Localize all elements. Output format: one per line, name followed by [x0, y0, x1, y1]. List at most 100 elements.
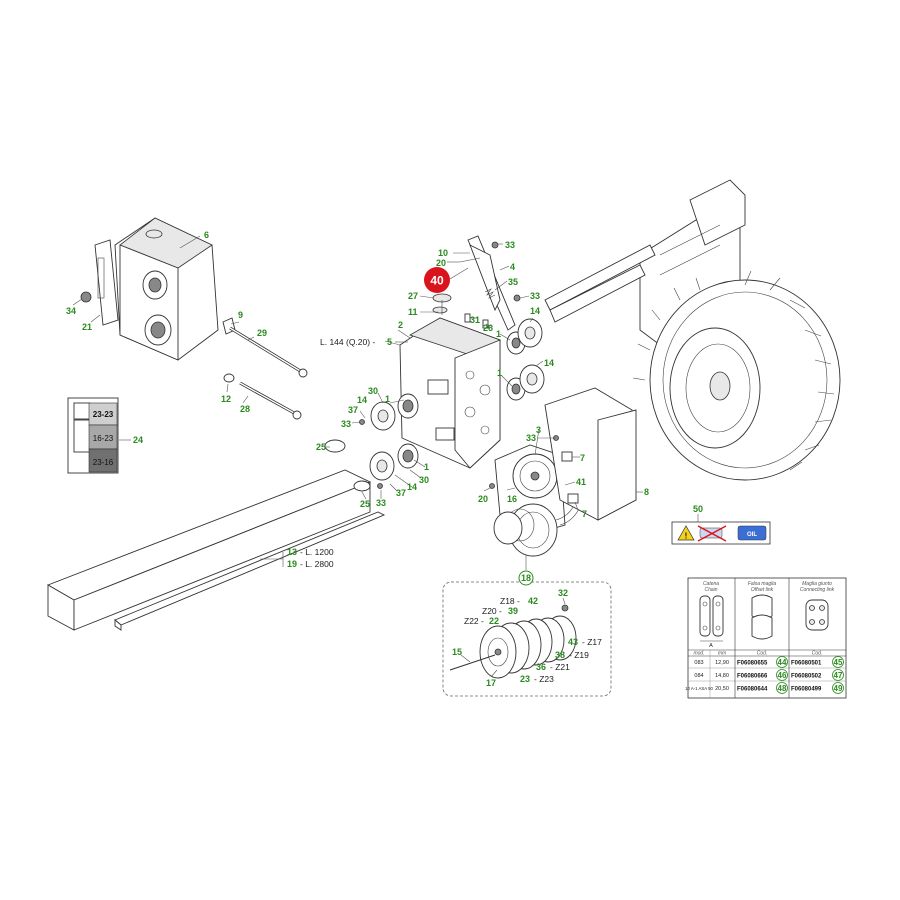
length-label-1200: - L. 1200: [300, 547, 334, 557]
header-conn-it: Maglia giunto: [802, 581, 832, 587]
header-offset-en: Offset link: [751, 587, 774, 593]
connecting-link-icon: [805, 599, 829, 631]
svg-text:F06080502: F06080502: [791, 674, 822, 680]
callout-5: 5: [387, 337, 392, 347]
sprocket-z23-label: - Z23: [534, 674, 554, 684]
svg-text:!: !: [685, 532, 688, 541]
sprocket-tooth-labels: Z18 - 42 Z20 - 39 Z22 - 22 43 - Z17 38 -…: [464, 596, 602, 684]
callout-17: 17: [486, 678, 496, 688]
ratio-16-23: 16-23: [93, 434, 114, 443]
header-chain-en: Chain: [704, 587, 717, 593]
sprocket-z17-label: - Z17: [582, 637, 602, 647]
svg-text:F06080666: F06080666: [737, 674, 768, 680]
callout-14: 14: [530, 306, 540, 316]
sprocket-z21-label: - Z21: [550, 662, 570, 672]
sprocket-z20-label: Z20 -: [482, 606, 502, 616]
svg-text:F06080501: F06080501: [791, 661, 822, 667]
callout-37: 37: [396, 488, 406, 498]
rods-drawing: [222, 317, 308, 420]
chain-parts-table: Catena Chain Falsa maglia Offset link Ma…: [685, 577, 847, 699]
callout-4: 4: [510, 262, 515, 272]
callout-37: 37: [348, 405, 358, 415]
callout-38: 38: [555, 650, 565, 660]
svg-text:F06080655: F06080655: [737, 661, 768, 667]
warning-triangle-icon: [677, 525, 695, 541]
length-labels: L. 144 (Q.20) - 5 13 - L. 1200 19 - L. 2…: [287, 337, 392, 569]
callout-33: 33: [505, 240, 515, 250]
svg-text:14,80: 14,80: [715, 673, 729, 679]
svg-text:10 A-1 ASA 50: 10 A-1 ASA 50: [685, 686, 713, 691]
callout-20: 20: [436, 258, 446, 268]
callout-36: 36: [536, 662, 546, 672]
svg-text:46: 46: [778, 671, 787, 680]
callout-16: 16: [507, 494, 517, 504]
callout-7: 7: [582, 509, 587, 519]
callout-1: 1: [424, 462, 429, 472]
gearbox-housing-drawing: [80, 217, 219, 361]
callout-15: 15: [452, 647, 462, 657]
callout-18: 18: [521, 573, 531, 583]
oil-label: OIL: [747, 532, 757, 538]
callout-30: 30: [368, 386, 378, 396]
callout-29: 29: [257, 328, 267, 338]
chain-link-icon: [699, 595, 724, 642]
sprocket-group-drawing: [442, 581, 612, 697]
callout-25: 25: [316, 442, 326, 452]
callout-32: 32: [558, 588, 568, 598]
callout-25: 25: [360, 499, 370, 509]
callout-14: 14: [544, 358, 554, 368]
ratio-selector-box: 23-23 16-23 23-16: [67, 397, 119, 474]
callout-11: 11: [408, 307, 418, 317]
svg-text:47: 47: [834, 671, 843, 680]
table-row: 10 A-1 ASA 50 20,50 F06080644 48 F060804…: [685, 682, 844, 694]
svg-text:F06080644: F06080644: [737, 687, 768, 693]
length-label-2800: - L. 2800: [300, 559, 334, 569]
highlight-badge-40: 40: [424, 267, 469, 293]
long-bar-drawing: [46, 469, 386, 631]
callout-50: 50: [693, 504, 703, 514]
svg-text:12,90: 12,90: [715, 660, 729, 666]
warning-sticker: ! OIL: [671, 521, 771, 545]
callout-1: 1: [385, 394, 390, 404]
offset-link-icon: [751, 594, 773, 640]
table-row: 084 14,80 F06080666 46 F06080502 47: [694, 669, 844, 681]
callout-19: 19: [287, 559, 297, 569]
callout-39: 39: [508, 606, 518, 616]
callout-28: 28: [240, 404, 250, 414]
header-chain-it: Catena: [703, 581, 719, 587]
callout-13: 13: [287, 547, 297, 557]
callout-24: 24: [133, 435, 143, 445]
header-offset-it: Falsa maglia: [748, 581, 777, 587]
callout-1: 1: [496, 329, 501, 339]
callout-33: 33: [341, 419, 351, 429]
bearings-drawing: [324, 318, 545, 492]
callout-35: 35: [508, 277, 518, 287]
callout-43: 43: [568, 637, 578, 647]
table-row: 083 12,90 F06080655 44 F06080501 45: [694, 656, 844, 668]
svg-text:F06080499: F06080499: [791, 687, 822, 693]
sprocket-z18-label: Z18 -: [500, 596, 520, 606]
callout-33: 33: [530, 291, 540, 301]
callout-26: 26: [483, 323, 493, 333]
col-cod-conn: Cod.: [812, 651, 823, 657]
callout-9: 9: [238, 310, 243, 320]
svg-text:48: 48: [778, 684, 787, 693]
ratio-23-23: 23-23: [93, 410, 114, 419]
callout-numbers: 6 34 21 9 29 12 28 24 10 20 33 4 35 33 2…: [66, 230, 703, 688]
col-cod-offset: Cod.: [757, 651, 768, 657]
tensioner-drawing: [432, 235, 521, 331]
callout-42: 42: [528, 596, 538, 606]
callout-1: 1: [497, 368, 502, 378]
callout-22: 22: [489, 616, 499, 626]
callout-3: 3: [536, 425, 541, 435]
leader-lines: [72, 235, 699, 678]
callout-33: 33: [526, 433, 536, 443]
callout-31: 31: [470, 315, 480, 325]
svg-text:44: 44: [778, 658, 787, 667]
sprocket-z22-label: Z22 -: [464, 616, 484, 626]
dimension-a-label: A: [709, 643, 713, 649]
callout-27: 27: [408, 291, 418, 301]
chain-drive-drawing: [489, 387, 637, 557]
length-label-144: L. 144 (Q.20) -: [320, 337, 375, 347]
svg-text:084: 084: [694, 673, 703, 679]
